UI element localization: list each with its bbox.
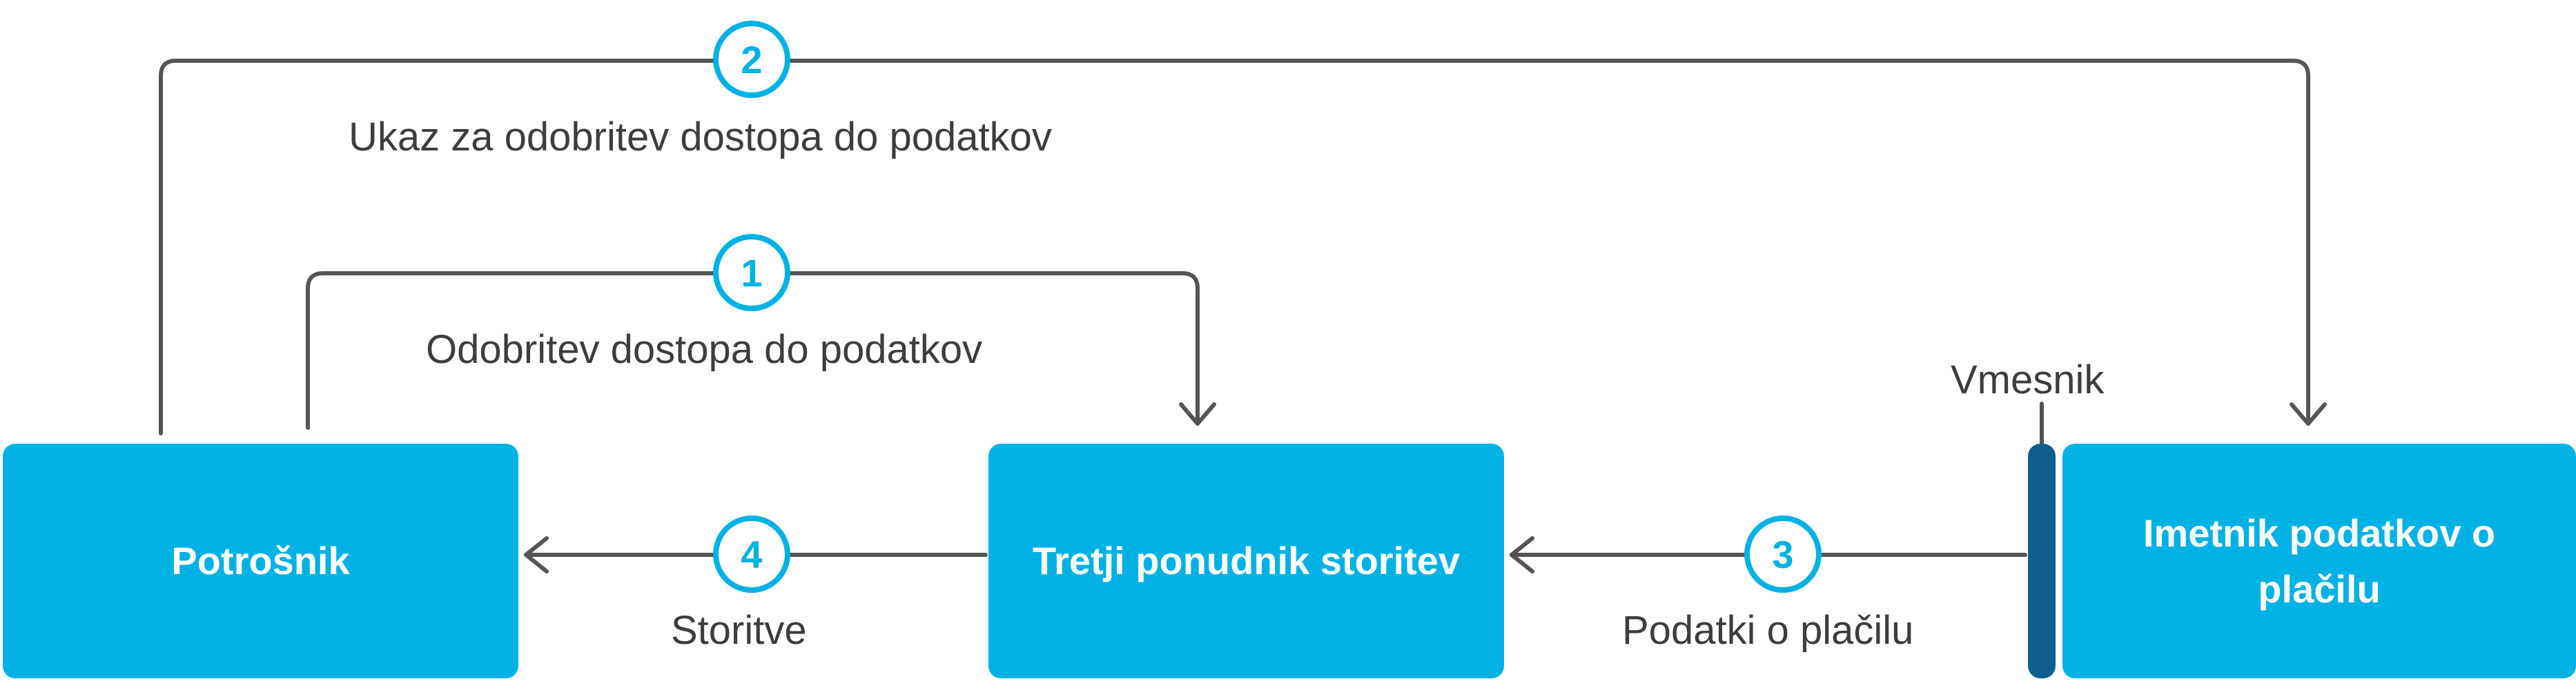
arrowhead-step-4 bbox=[524, 536, 549, 573]
third-party-provider-box: Tretji ponudnik storitev bbox=[988, 444, 1504, 678]
intermediary-bar bbox=[2028, 444, 2056, 678]
payment-data-holder-label: Imetnik podatkov o plačilu bbox=[2143, 511, 2496, 611]
step-3-label: Podatki o plačilu bbox=[1622, 608, 1914, 653]
step-1-label: Odobritev dostopa do podatkov bbox=[426, 327, 983, 372]
arrowhead-step-1 bbox=[1179, 402, 1216, 426]
step-3-badge: 3 bbox=[1744, 515, 1822, 593]
arrowhead-step-2 bbox=[2290, 402, 2327, 426]
arrowhead-step-3 bbox=[1510, 536, 1534, 573]
step-2-badge: 2 bbox=[713, 21, 790, 98]
step-4-label: Storitve bbox=[671, 608, 807, 653]
step-1-badge: 1 bbox=[713, 234, 790, 311]
payment-data-holder-box: Imetnik podatkov o plačilu bbox=[2062, 444, 2576, 678]
step-2-label: Ukaz za odobritev dostopa do podatkov bbox=[349, 115, 1052, 159]
step-4-badge: 4 bbox=[713, 515, 790, 593]
connector-step-2 bbox=[159, 59, 2310, 435]
third-party-provider-label: Tretji ponudnik storitev bbox=[1032, 539, 1461, 583]
consumer-box: Potrošnik bbox=[3, 444, 518, 678]
consumer-label: Potrošnik bbox=[171, 539, 350, 583]
intermediary-label: Vmesnik bbox=[1951, 357, 2105, 402]
